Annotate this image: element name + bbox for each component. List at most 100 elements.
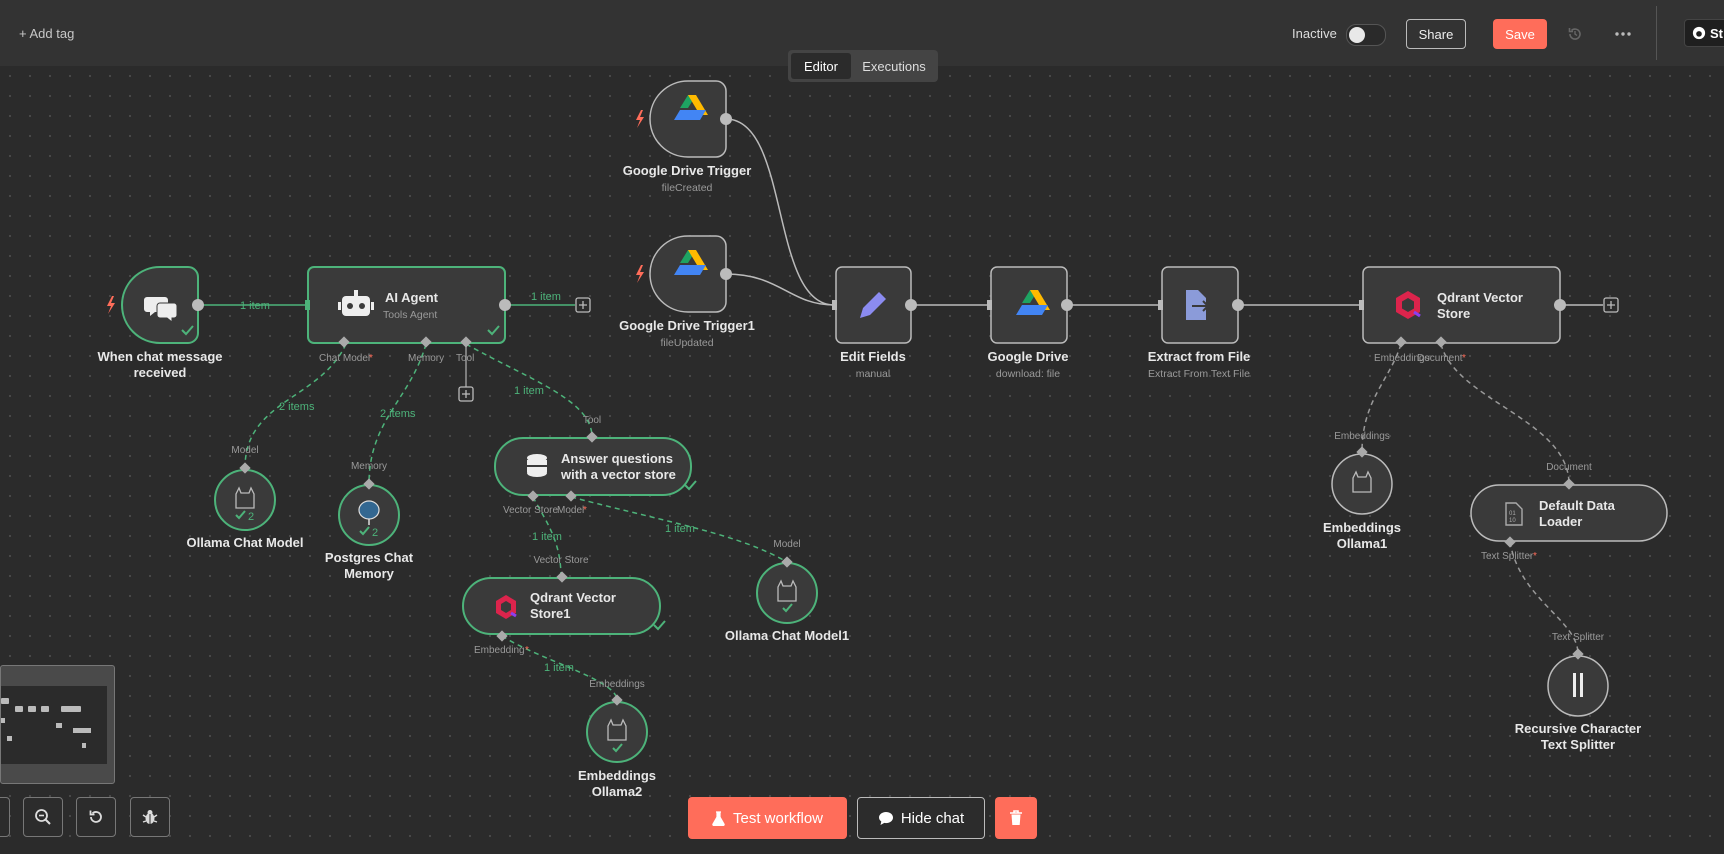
zoom-out-button[interactable]: [23, 797, 63, 837]
add-tool-button[interactable]: [458, 386, 474, 402]
reset-zoom-button[interactable]: [76, 797, 116, 837]
node-gdrive-trigger[interactable]: Google Drive Trigger fileCreated: [623, 80, 752, 194]
port-label: Vector Store: [533, 555, 588, 566]
node-qdrant-vector-store1[interactable]: Qdrant Vector Store1 Vector Store Embedd…: [462, 555, 666, 656]
node-edit-fields[interactable]: Edit Fields manual: [832, 266, 917, 380]
debug-button[interactable]: [130, 797, 170, 837]
node-title: Qdrant Vector: [530, 590, 616, 605]
node-title: received: [134, 365, 187, 380]
node-embeddings-ollama2[interactable]: Embeddings Embeddings Ollama2: [578, 679, 656, 799]
node-ollama-chat-model1[interactable]: Model Ollama Chat Model1: [725, 539, 849, 643]
test-workflow-button[interactable]: Test workflow: [688, 797, 847, 839]
node-title: Loader: [1539, 514, 1582, 529]
port-label: Memory: [351, 461, 387, 472]
svg-text:01: 01: [1509, 511, 1516, 517]
active-toggle[interactable]: [1346, 24, 1386, 46]
tab-editor[interactable]: Editor: [791, 53, 851, 79]
delete-button[interactable]: [995, 797, 1037, 839]
required-mark: *: [525, 645, 529, 656]
edge-label: 1 item: [240, 300, 270, 312]
node-title: Edit Fields: [840, 349, 906, 364]
port-label: Embeddings: [1374, 353, 1430, 364]
trigger-bolt-icon: [636, 110, 644, 128]
workflow-canvas[interactable]: [0, 66, 1724, 854]
ellipsis-icon[interactable]: [1608, 19, 1638, 49]
node-subtitle: Tools Agent: [383, 309, 437, 321]
save-button[interactable]: Save: [1493, 19, 1547, 49]
node-title: Embeddings: [578, 768, 656, 783]
node-text-splitter[interactable]: Text Splitter Recursive Character Text S…: [1515, 632, 1641, 752]
node-title: Text Splitter: [1541, 737, 1615, 752]
qdrant-icon: [496, 595, 517, 619]
node-ollama-chat-model[interactable]: 2 Model Ollama Chat Model: [186, 445, 303, 550]
node-title: Ollama Chat Model1: [725, 628, 849, 643]
add-node-button[interactable]: [575, 297, 591, 313]
chat-icon: [144, 297, 178, 324]
trigger-bolt-icon: [636, 265, 644, 283]
hide-chat-label: Hide chat: [900, 809, 965, 827]
node-title: Google Drive: [988, 349, 1069, 364]
node-title: Ollama Chat Model: [186, 535, 303, 550]
node-title: Default Data: [1539, 498, 1616, 513]
tab-executions[interactable]: Executions: [862, 58, 926, 74]
required-mark: *: [583, 505, 587, 516]
node-title: Postgres Chat: [325, 550, 414, 565]
node-gdrive-trigger1[interactable]: Google Drive Trigger1 fileUpdated: [619, 235, 755, 349]
share-button[interactable]: Share: [1406, 19, 1466, 49]
add-tag-link[interactable]: + Add tag: [19, 26, 75, 41]
node-answer-questions[interactable]: Answer questions with a vector store Too…: [494, 415, 697, 516]
node-chat-trigger[interactable]: When chat message received: [98, 266, 223, 380]
run-count-badge: 2: [372, 527, 378, 539]
node-subtitle: fileCreated: [662, 182, 713, 194]
flask-icon: [712, 810, 725, 826]
node-title: Memory: [344, 566, 395, 581]
github-icon: [1692, 26, 1706, 40]
node-title: Embeddings: [1323, 520, 1401, 535]
check-icon: [181, 325, 194, 336]
google-drive-icon: [674, 95, 708, 120]
port-label: Tool: [456, 353, 474, 364]
node-subtitle: Extract From Text File: [1148, 368, 1250, 380]
node-title: Store: [1437, 306, 1470, 321]
hide-chat-button[interactable]: Hide chat: [857, 797, 985, 839]
node-gdrive[interactable]: Google Drive download: file: [987, 266, 1073, 380]
required-mark: *: [1462, 353, 1466, 364]
port-label: Chat Model: [319, 353, 370, 364]
run-count-badge: 2: [248, 511, 254, 523]
mode-switch: Editor Executions: [788, 50, 938, 82]
edge-label: 2 items: [279, 401, 315, 413]
check-icon: [487, 325, 500, 336]
github-star-label: St: [1710, 25, 1723, 41]
required-mark: *: [1533, 551, 1537, 562]
google-drive-icon: [674, 250, 708, 275]
node-title: Recursive Character: [1515, 721, 1641, 736]
history-icon[interactable]: [1560, 19, 1590, 49]
add-node-button[interactable]: [1603, 297, 1619, 313]
node-embeddings-ollama1[interactable]: Embeddings Embeddings Ollama1: [1323, 431, 1401, 551]
node-subtitle: manual: [856, 368, 890, 380]
node-extract-from-file[interactable]: Extract from File Extract From Text File: [1148, 266, 1251, 380]
edge-label: 1 item: [544, 662, 574, 674]
zoom-in-button[interactable]: [0, 797, 10, 837]
check-icon: [684, 480, 697, 491]
node-ai-agent[interactable]: AI Agent Tools Agent Chat Model * Memory…: [305, 266, 511, 364]
node-title: Google Drive Trigger1: [619, 318, 755, 333]
svg-text:10: 10: [1509, 518, 1516, 524]
node-qdrant-vector-store[interactable]: Qdrant Vector Store Embeddings Document …: [1359, 266, 1566, 364]
check-icon: [612, 743, 623, 753]
node-title: When chat message: [98, 349, 223, 364]
port-label: Document: [1417, 353, 1463, 364]
port-label: Embeddings: [1334, 431, 1390, 442]
divider: [1656, 6, 1657, 60]
check-icon: [235, 510, 246, 520]
node-postgres-chat-memory[interactable]: 2 Memory Postgres Chat Memory: [325, 461, 414, 581]
port-label: Text Splitter: [1481, 551, 1534, 562]
github-star-button[interactable]: St: [1684, 19, 1724, 47]
port-label: Model: [773, 539, 800, 550]
port-label: Embeddings: [589, 679, 645, 690]
minimap[interactable]: [0, 665, 115, 784]
check-icon: [653, 620, 666, 631]
